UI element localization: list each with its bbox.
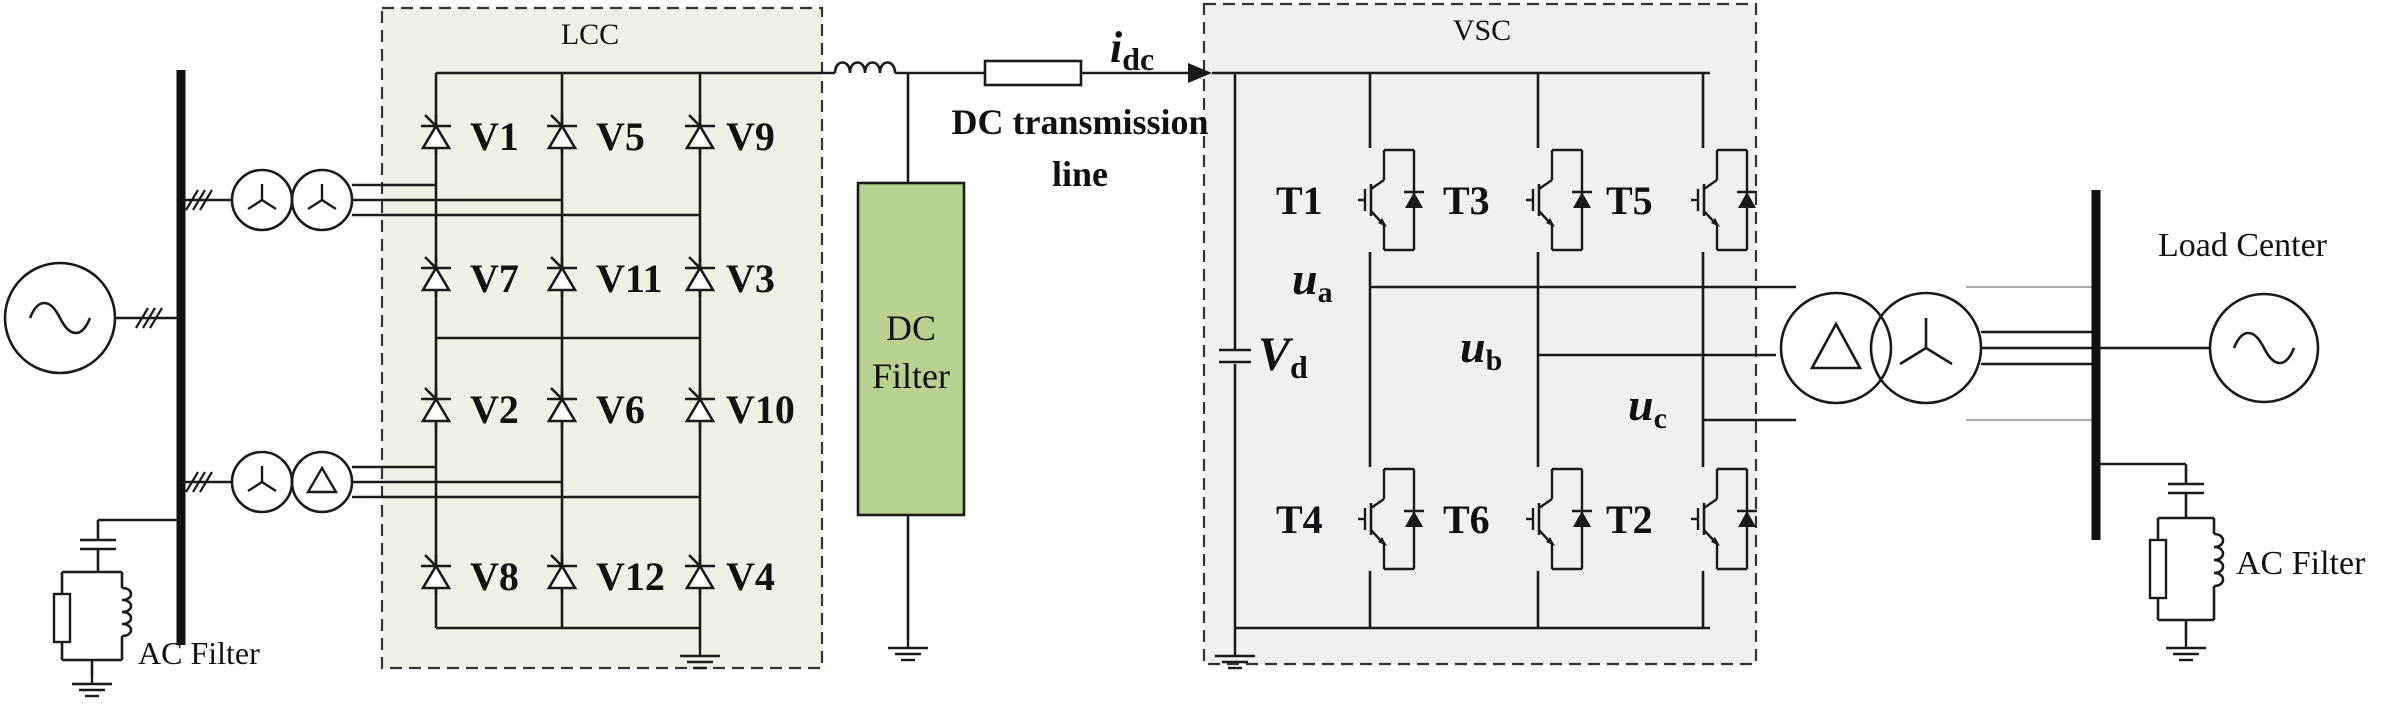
valve-label: V1	[470, 114, 519, 159]
phase-voltage-ua: ua	[1292, 253, 1333, 309]
valve-label: V5	[596, 114, 645, 159]
valve-label: V4	[726, 554, 775, 599]
load-center-label: Load Center	[2158, 227, 2328, 264]
dc-capacitor	[1219, 348, 1251, 364]
igbt-t4	[1356, 467, 1426, 571]
valve-label: V10	[726, 387, 795, 432]
dc-transmission-line-resistor	[983, 59, 1083, 87]
switch-label: T6	[1443, 497, 1490, 542]
smoothing-reactor	[833, 61, 897, 74]
dc-current-arrow	[1188, 63, 1212, 83]
ac-source-left	[3, 261, 117, 375]
grid-transformer-dy	[1779, 291, 1983, 405]
dc-line-label: line	[1052, 154, 1108, 194]
igbt-t1	[1356, 148, 1426, 252]
igbt-t3	[1524, 148, 1594, 252]
igbt-t6	[1524, 467, 1594, 571]
ac-source-load-center	[2208, 292, 2320, 404]
vsc-title: VSC	[1453, 14, 1511, 47]
lcc-bridge	[434, 71, 835, 670]
lcc-title: LCC	[561, 18, 619, 51]
dc-voltage-label: Vd	[1258, 328, 1308, 385]
valve-label: V12	[596, 554, 665, 599]
igbt-t2	[1689, 467, 1759, 571]
dc-filter-label: DC	[886, 308, 936, 348]
ac-filter-left-label: AC Filter	[138, 635, 260, 671]
vsc-box	[1202, 2, 1758, 666]
dc-current-label: idc	[1110, 23, 1154, 77]
ac-filter-right	[2096, 462, 2225, 662]
three-phase-mark-source	[135, 307, 163, 329]
three-phase-mark-t1	[185, 189, 213, 211]
converter-transformer-yy	[230, 168, 354, 232]
dc-filter	[856, 181, 966, 517]
valve-label: V9	[726, 114, 775, 159]
phase-voltage-ub: ub	[1460, 321, 1502, 377]
valve-label: V7	[470, 256, 519, 301]
switch-label: T5	[1606, 178, 1653, 223]
ac-filter-right-label: AC Filter	[2236, 545, 2366, 582]
converter-transformer-yd	[230, 450, 354, 514]
valve-label: V11	[596, 256, 663, 301]
dc-line-label: DC transmission	[951, 102, 1208, 142]
valve-label: V2	[470, 387, 519, 432]
three-phase-mark-t2	[185, 471, 213, 493]
switch-label: T1	[1276, 178, 1323, 223]
switch-label: T2	[1606, 497, 1653, 542]
switch-label: T3	[1443, 178, 1490, 223]
phase-voltage-uc: uc	[1628, 379, 1667, 435]
igbt-t5	[1689, 148, 1759, 252]
dc-filter-label: Filter	[872, 356, 950, 396]
switch-label: T4	[1276, 497, 1323, 542]
ac-filter-left	[52, 518, 181, 698]
valve-label: V6	[596, 387, 645, 432]
valve-label: V8	[470, 554, 519, 599]
valve-label: V3	[726, 256, 775, 301]
